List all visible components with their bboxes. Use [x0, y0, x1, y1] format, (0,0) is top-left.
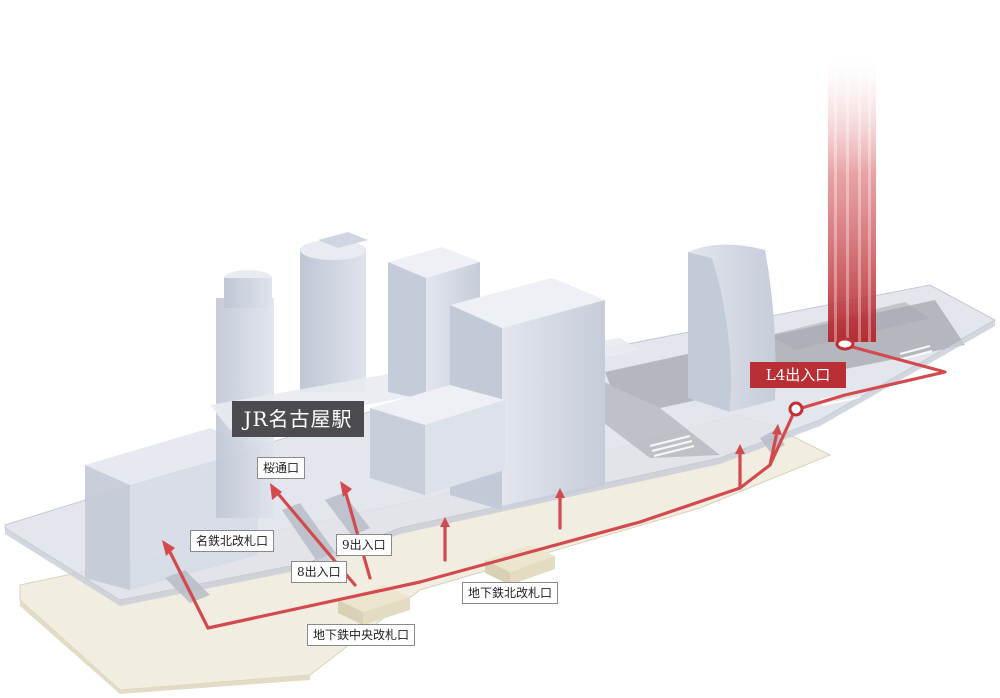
tower-curved-front — [688, 252, 731, 412]
tower-box-3-front — [388, 262, 426, 400]
tower-cylinder-2 — [300, 250, 366, 392]
destination-beam — [828, 60, 876, 342]
road — [600, 380, 720, 458]
exit-8-label: 8出入口 — [291, 561, 347, 583]
subway-north-gate-label: 地下鉄北改札口 — [462, 582, 559, 604]
station-name-label: JR名古屋駅 — [232, 401, 364, 437]
subway-central-gate-box — [338, 585, 410, 625]
building-left-top — [85, 428, 258, 485]
tower-box-3-top — [388, 247, 480, 278]
destination-marker — [835, 337, 855, 351]
meitetsu-north-gate-label: 名鉄北改札口 — [190, 530, 275, 552]
exit-9-label: 9出入口 — [336, 534, 392, 556]
subway-central-gate-label: 地下鉄中央改札口 — [307, 624, 416, 646]
sakura-dori-exit-label: 桜通口 — [257, 457, 306, 479]
route-arrowheads — [162, 424, 782, 556]
walking-route — [166, 343, 947, 630]
station-complex-top — [370, 385, 505, 425]
station-complex-side — [425, 400, 505, 495]
stairs-9 — [325, 493, 370, 536]
l4-exit-label: L4出入口 — [750, 362, 846, 388]
l4-exit-marker — [788, 401, 804, 417]
building-left-front — [85, 465, 130, 590]
building-center-top — [450, 278, 605, 328]
tower-cylinder-2-top — [300, 240, 366, 260]
tower-cylinder-2-cap — [318, 232, 368, 248]
tower-cylinder-1-upper — [224, 278, 272, 308]
building-center-side — [502, 300, 605, 510]
subway-north-gate-box — [485, 545, 555, 585]
station-complex-front — [370, 408, 425, 495]
